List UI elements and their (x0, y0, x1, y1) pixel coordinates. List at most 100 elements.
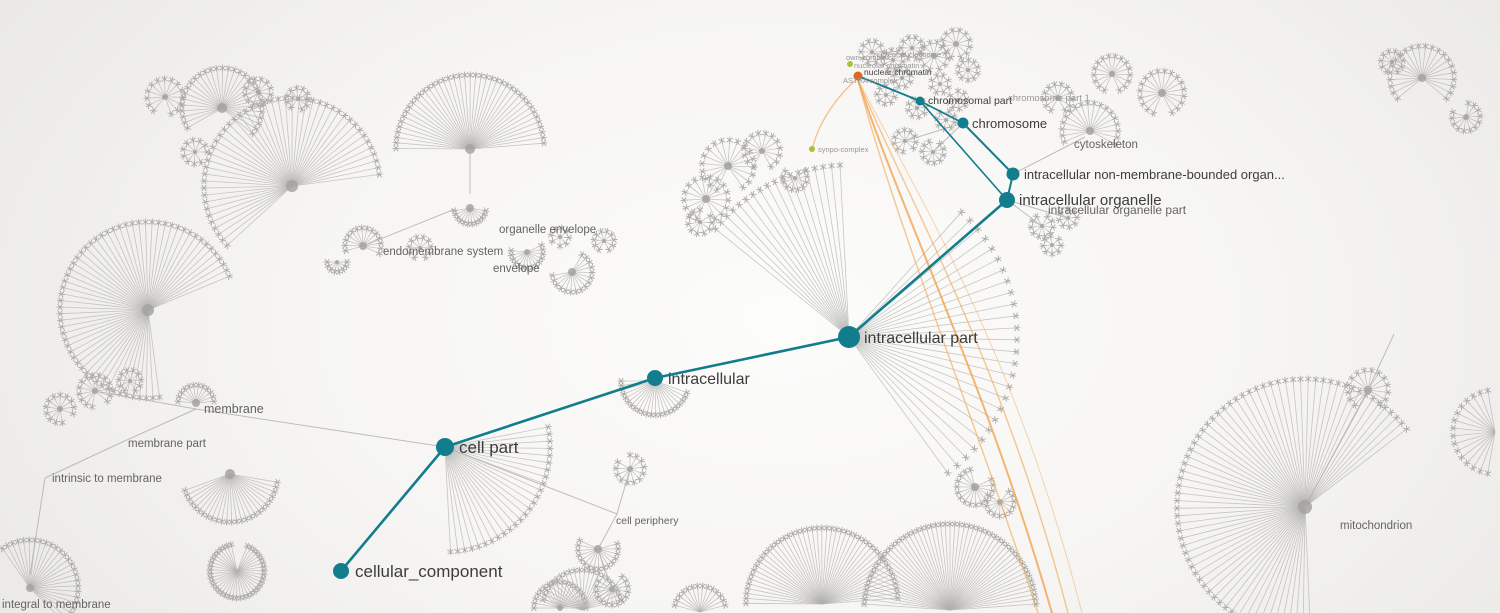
fan-cluster (0, 536, 82, 613)
node-intracellular-non-membrane-bounded-organelle[interactable] (1006, 167, 1020, 181)
fan-cluster (1040, 80, 1076, 114)
cluster-hub (870, 50, 874, 54)
fan-cluster (671, 582, 729, 613)
label-synpo-complex[interactable]: synpo-complex (818, 145, 869, 154)
label-intracellular-nmb-organelle[interactable]: intracellular non-membrane-bounded organ… (1024, 167, 1285, 182)
fan-spoke (218, 570, 238, 597)
node-cell-part[interactable] (436, 438, 454, 456)
node-chromosome[interactable] (957, 117, 969, 129)
node-cellular-component[interactable] (333, 563, 349, 579)
label-chromosome-part-1[interactable]: chromosome part 1 (1008, 93, 1090, 104)
fan-spoke (291, 171, 383, 187)
node-intracellular-part[interactable] (838, 326, 860, 348)
fan-spoke (1304, 413, 1401, 508)
fan-spoke (848, 336, 1019, 368)
fan-spoke (251, 75, 259, 93)
fan-spoke (581, 572, 608, 611)
fan-spoke (821, 594, 902, 605)
label-endomembrane-system[interactable]: endomembrane system (383, 246, 503, 258)
label-intracellular[interactable]: intracellular (668, 371, 750, 388)
fan-spoke (20, 536, 31, 589)
fan-spoke (764, 546, 823, 605)
label-intracellular-part[interactable]: intracellular part (864, 330, 978, 347)
label-intrinsic-to-membrane[interactable]: intrinsic to membrane (52, 473, 162, 485)
node-intracellular[interactable] (647, 370, 663, 386)
label-membrane-part[interactable]: membrane part (128, 438, 207, 450)
fan-spoke (1304, 387, 1364, 508)
fan-spoke (206, 570, 238, 578)
fan-spoke (821, 524, 831, 605)
label-chromosome[interactable]: chromosome (972, 116, 1047, 131)
fan-spoke (1304, 378, 1335, 508)
fan-spoke (200, 184, 293, 192)
fan-spoke (229, 473, 281, 486)
fan-spoke (1232, 395, 1306, 508)
fan-spoke (654, 380, 664, 419)
fan-spoke (581, 568, 598, 611)
fan-spoke (821, 546, 880, 605)
fan-spoke (1177, 506, 1306, 542)
fan-spoke (191, 473, 231, 512)
fan-spoke (291, 95, 310, 187)
fan-spoke (530, 599, 561, 609)
label-chromosomal-part[interactable]: chromosomal part (928, 95, 1012, 107)
fan-spoke (178, 107, 223, 115)
fan-spoke (1421, 69, 1458, 79)
fan-spoke (748, 190, 850, 338)
fan-spoke (70, 309, 149, 362)
fan-spoke (949, 552, 1021, 611)
label-nucleolar-chromatin[interactable]: nucleolar chromatin (854, 61, 919, 70)
fan-spoke (469, 76, 501, 150)
label-intracellular-organelle[interactable]: intracellular organelle (1019, 192, 1162, 209)
fan-cluster (75, 371, 115, 411)
label-nuclear-chromatin[interactable]: nuclear chromatin (864, 67, 932, 77)
fan-spoke (183, 473, 231, 499)
node-synpo-complex[interactable] (809, 146, 815, 152)
fan-spoke (444, 446, 509, 538)
fan-spoke (241, 91, 259, 99)
graph-nodes[interactable] (333, 61, 1020, 579)
fan-spoke (848, 312, 1020, 338)
fan-spoke (848, 336, 961, 470)
label-cell-part[interactable]: cell part (459, 438, 519, 457)
fan-spoke (717, 218, 850, 338)
label-intracellular-organelle-part[interactable]: intracellular organelle part (1048, 203, 1187, 217)
fan-spoke (740, 150, 763, 159)
label-cellular-component[interactable]: cellular_component (355, 562, 503, 581)
label-astra-complex[interactable]: ASTRA complex (843, 76, 898, 85)
label-membrane[interactable]: membrane (204, 402, 264, 416)
node-nuclear-chromatin[interactable] (853, 71, 863, 81)
fan-cluster (928, 72, 952, 96)
fan-cluster (945, 87, 971, 113)
label-own-complex[interactable]: own-complex (846, 53, 890, 62)
label-envelope[interactable]: envelope (493, 263, 540, 275)
fan-spoke (821, 525, 836, 605)
fan-spoke (949, 548, 1018, 611)
fan-spoke (949, 559, 1027, 611)
fan-spoke (147, 236, 206, 311)
label-nuclear-nucleosome[interactable]: nuclear nucleosome (874, 50, 941, 59)
label-cytoskeleton[interactable]: cytoskeleton (1074, 139, 1138, 151)
fan-spoke (98, 309, 149, 389)
node-astra-complex[interactable] (847, 61, 853, 67)
highlight-edge-orange (857, 79, 1039, 613)
node-intracellular-organelle[interactable] (999, 192, 1015, 208)
label-cell-periphery[interactable]: cell periphery (616, 515, 679, 527)
label-mitochondrion[interactable]: mitochondrion (1340, 520, 1412, 532)
fan-spoke (179, 107, 223, 121)
fan-spoke (949, 526, 987, 611)
label-organelle-envelope[interactable]: organelle envelope (499, 224, 596, 236)
fan-spoke (581, 595, 625, 611)
fan-spoke (913, 526, 951, 611)
fan-spoke (949, 541, 1011, 611)
fan-spoke (688, 583, 701, 613)
label-integral-to-membrane[interactable]: integral to membrane (2, 599, 111, 611)
fan-spoke (949, 590, 1039, 611)
fan-spoke (821, 530, 855, 605)
fan-spoke (236, 570, 264, 590)
fan-spoke (1421, 77, 1457, 91)
fan-spoke (761, 150, 784, 159)
node-chromosomal-part[interactable] (915, 96, 925, 106)
